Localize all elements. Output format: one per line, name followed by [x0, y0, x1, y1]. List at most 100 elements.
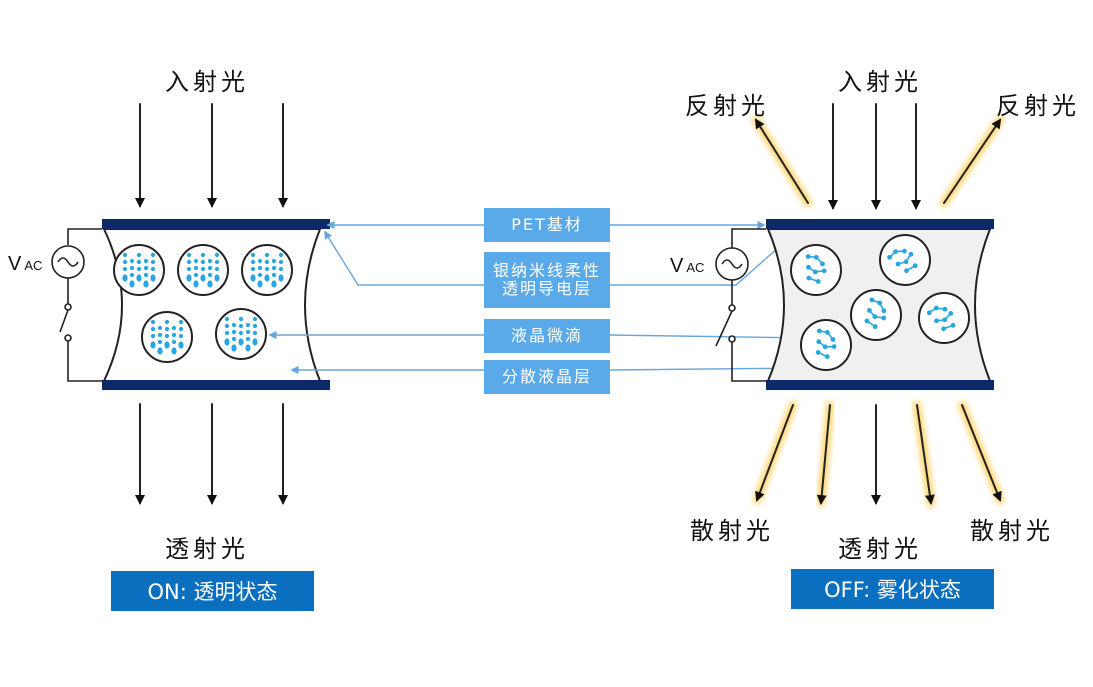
lc-molecule — [122, 252, 128, 258]
right-reflected-arrows — [752, 116, 1004, 207]
lc-molecule — [171, 325, 177, 331]
lc-molecule — [271, 280, 277, 288]
lc-molecule — [150, 326, 156, 332]
lc-molecule — [264, 266, 270, 272]
light-arrow — [958, 401, 1004, 504]
lc-molecule — [193, 258, 199, 264]
lc-molecule — [186, 266, 192, 272]
lc-molecule — [264, 252, 270, 258]
lc-molecule — [164, 326, 170, 332]
lc-molecule — [129, 258, 135, 264]
lc-molecule — [143, 258, 149, 264]
lc-molecule — [214, 266, 220, 272]
lc-molecule — [245, 344, 251, 352]
lc-molecule — [245, 329, 251, 335]
pet-substrate-tag: PET基材 — [484, 208, 610, 242]
lc-molecule — [250, 266, 256, 272]
lc-molecule — [278, 266, 284, 272]
lc-molecule — [200, 252, 206, 258]
left-transmitted-arrows — [135, 400, 288, 507]
lc-molecule — [278, 259, 284, 265]
right-droplets — [790, 234, 970, 371]
right-transmitted-label: 透射光 — [838, 535, 922, 563]
lc-molecule-cluster — [887, 248, 918, 274]
lc-molecule — [271, 272, 277, 278]
lc-molecule — [271, 258, 277, 264]
light-arrow — [913, 401, 935, 507]
right-circuit — [715, 228, 766, 382]
lc-molecule — [150, 319, 156, 325]
lc-molecule — [122, 274, 128, 282]
lc-molecule — [257, 258, 263, 264]
lc-molecule — [193, 280, 199, 288]
lc-molecule — [231, 322, 237, 328]
lc-molecule — [150, 252, 156, 258]
left-incident-label: 入射光 — [165, 68, 249, 96]
lc-molecule — [207, 272, 213, 278]
right-incident-arrows — [828, 100, 921, 212]
conductive-layer-line1: 银纳米线柔性 — [492, 261, 601, 280]
right-top-substrate — [766, 219, 994, 229]
right-scattered-arrows — [753, 401, 1004, 507]
lc-molecule — [278, 252, 284, 258]
lc-molecule — [224, 323, 230, 329]
lc-molecule — [207, 258, 213, 264]
lc-molecule — [136, 259, 142, 265]
lc-molecule — [224, 338, 230, 346]
lc-molecule — [157, 325, 163, 331]
lc-molecule — [164, 341, 170, 349]
lc-molecule — [143, 272, 149, 278]
left-transmitted-label: 透射光 — [165, 535, 249, 563]
lc-molecule — [186, 274, 192, 282]
lc-molecule — [157, 339, 163, 345]
lc-molecule — [214, 252, 220, 258]
lc-molecule — [252, 323, 258, 329]
left-bottom-substrate — [102, 380, 330, 390]
lc-molecule — [122, 266, 128, 272]
lc-molecule — [143, 265, 149, 271]
lc-molecule — [250, 274, 256, 282]
light-arrow — [816, 401, 834, 507]
lc-molecule — [231, 344, 237, 352]
lc-molecule — [264, 259, 270, 265]
lc-molecule — [193, 265, 199, 271]
left-droplets — [113, 244, 293, 363]
right-bottom-substrate — [766, 380, 994, 390]
lc-molecule — [193, 272, 199, 278]
lc-molecule — [150, 266, 156, 272]
left-circuit — [51, 228, 102, 382]
lc-molecule — [245, 336, 251, 342]
lc-molecule — [238, 323, 244, 329]
lc-molecule — [178, 319, 184, 325]
conductive-layer-line2: 透明导电层 — [501, 279, 592, 298]
lc-molecule — [178, 326, 184, 332]
lc-molecule — [231, 329, 237, 335]
lc-molecule — [278, 274, 284, 282]
right-scattered-right-label: 散射光 — [970, 517, 1054, 545]
left-panel — [51, 100, 330, 507]
lc-molecule — [207, 265, 213, 271]
lc-molecule-cluster — [815, 328, 837, 359]
lc-molecule — [129, 265, 135, 271]
right-reflected-right-label: 反射光 — [996, 92, 1080, 120]
lc-molecule — [157, 347, 163, 355]
lc-molecule — [257, 272, 263, 278]
right-scattered-left-label: 散射光 — [690, 517, 774, 545]
lc-molecule — [264, 274, 270, 282]
switch-icon — [64, 303, 72, 311]
lc-molecule — [200, 266, 206, 272]
lc-molecule — [252, 330, 258, 336]
conductive-layer-tag: 银纳米线柔性 透明导电层 — [484, 252, 610, 308]
lc-molecule — [207, 280, 213, 288]
lc-molecule — [271, 265, 277, 271]
lc-molecule — [200, 274, 206, 282]
lc-molecule — [129, 280, 135, 288]
lc-molecule — [136, 266, 142, 272]
lc-molecule — [171, 339, 177, 345]
lc-molecule — [200, 259, 206, 265]
lc-molecule — [129, 272, 135, 278]
pdlc-layer-tag: 分散液晶层 — [484, 360, 610, 394]
lc-molecule — [245, 322, 251, 328]
